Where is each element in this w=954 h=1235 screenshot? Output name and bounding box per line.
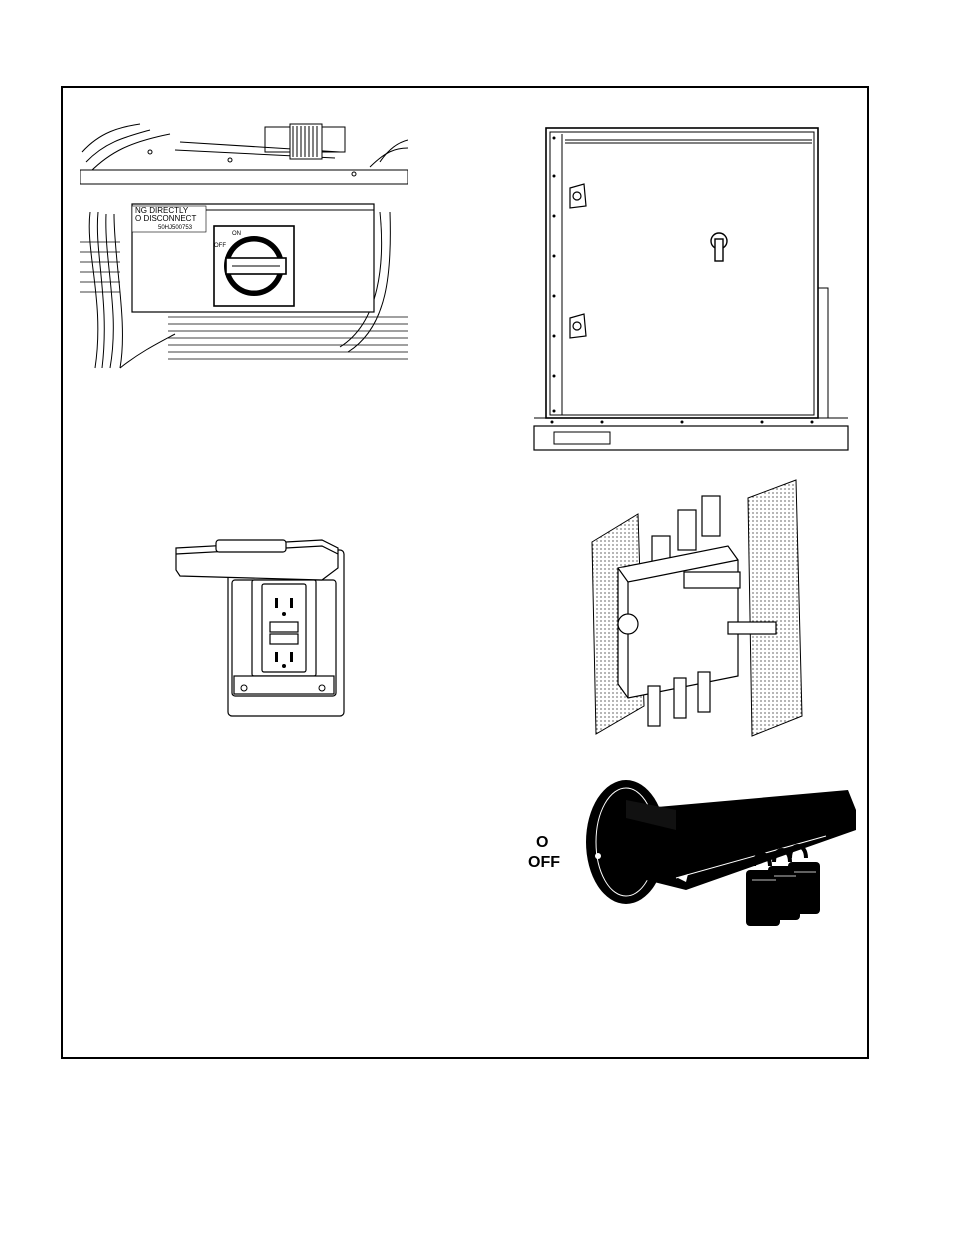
outlet-drawing: [172, 536, 348, 718]
disconnect-box-figure: NG DIRECTLY O DISCONNECT 50HJ500753 ON O…: [80, 122, 408, 370]
switch-mechanism-figure: [588, 476, 804, 738]
unit-panel-figure: [532, 126, 850, 452]
lockout-handle-figure: O OFF: [526, 770, 856, 940]
off-position-label: OFF: [528, 854, 560, 872]
part-number-label: 50HJ500753: [158, 224, 192, 233]
switch-mechanism-drawing: [588, 476, 804, 738]
on-label: ON: [232, 230, 241, 239]
off-position-symbol: O: [536, 834, 548, 852]
outlet-figure: [172, 536, 348, 718]
unit-panel-drawing: [532, 126, 850, 452]
lockout-handle-drawing: [526, 770, 856, 940]
disconnect-box-drawing: [80, 122, 408, 370]
sticker-line-2: O DISCONNECT: [135, 214, 196, 223]
off-label: OFF: [214, 242, 226, 251]
